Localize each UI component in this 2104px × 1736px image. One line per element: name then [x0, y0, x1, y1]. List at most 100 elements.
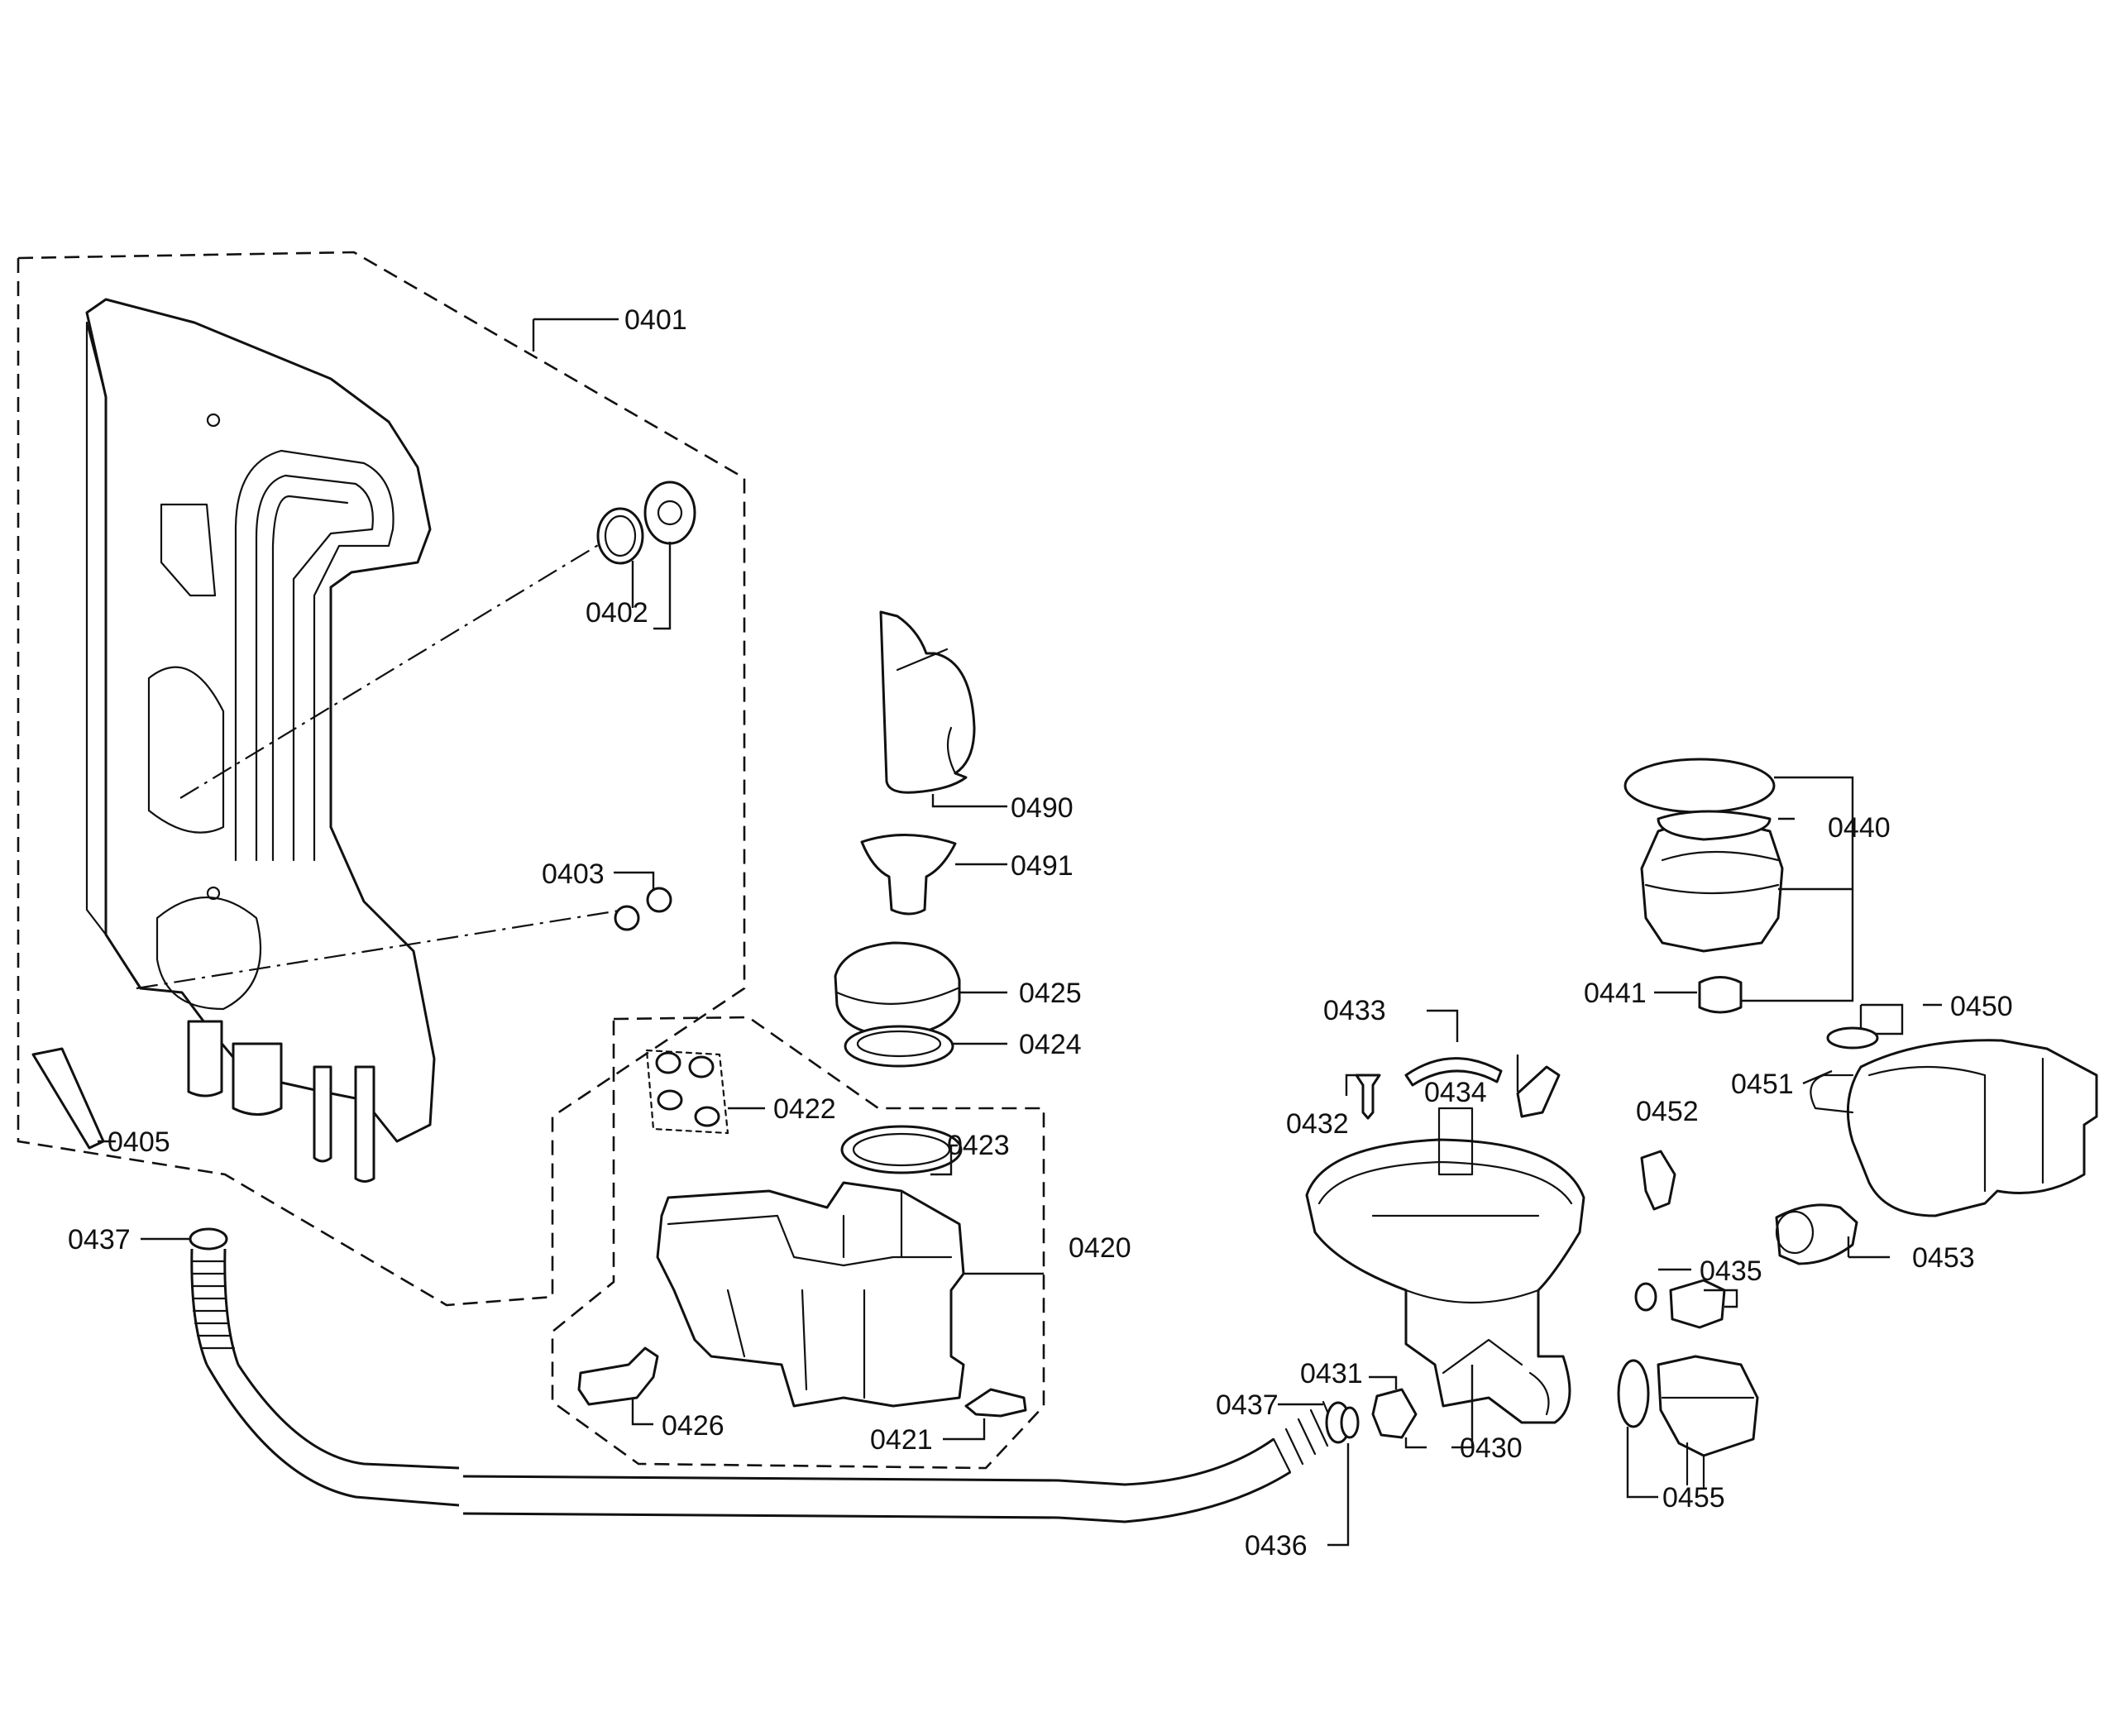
pump-heater-detail: [1867, 1057, 2044, 1193]
cover-0440: [1640, 821, 1784, 953]
o-ring-0402-inner: [604, 514, 637, 557]
label-0451: 0451: [1731, 1069, 1794, 1100]
label-0425: 0425: [1019, 978, 1082, 1009]
label-0433: 0433: [1323, 995, 1386, 1026]
panel-outlet-stub-3: [313, 1065, 332, 1163]
label-0437-left: 0437: [68, 1224, 131, 1255]
axis-line-0402: [179, 541, 605, 799]
sump-group: [1305, 1009, 1585, 1449]
left-leaders: [98, 318, 672, 1241]
leader-0440-0441: [1741, 889, 1854, 1002]
clip-0405: [31, 1047, 105, 1150]
label-0491: 0491: [1011, 850, 1074, 882]
label-0405: 0405: [108, 1126, 170, 1158]
hose-right-run: [1058, 1437, 1291, 1523]
clamp-0451: [1826, 1026, 1879, 1050]
seal-0403-b: [646, 887, 672, 913]
leader-0433: [1427, 1009, 1459, 1042]
hose-left-run: [205, 1364, 460, 1507]
clip-0452: [1640, 1150, 1676, 1211]
label-0422: 0422: [773, 1093, 836, 1125]
right-group: [1617, 758, 2098, 1499]
leader-0401: [532, 318, 619, 352]
label-0423: 0423: [947, 1130, 1010, 1161]
leader-0490: [931, 794, 1007, 808]
label-0434: 0434: [1424, 1077, 1487, 1108]
hose-middle-run: [462, 1475, 1059, 1519]
drain-pump-detail: [1661, 1396, 1755, 1490]
leader-0450: [1859, 1003, 1942, 1035]
panel-outlet-stub-2: [232, 1042, 283, 1116]
leader-0437-right-0436: [1278, 1403, 1350, 1547]
clip-0433: [1404, 1057, 1503, 1087]
cap-0402-hub: [657, 500, 683, 526]
valve-0435: [1669, 1279, 1726, 1329]
panel-channel-mid: [271, 495, 349, 862]
leader-0421: [943, 1418, 986, 1441]
label-0455: 0455: [1662, 1482, 1725, 1514]
panel-channel-inner: [255, 474, 374, 862]
sump-outlets: [1442, 1338, 1550, 1416]
group-boundary-0420: [551, 1016, 1045, 1470]
strainer-0491: [860, 833, 957, 916]
axis-line-0403: [136, 908, 625, 990]
softener-ribs: [726, 1289, 866, 1399]
leader-0430: [1451, 1365, 1474, 1449]
cover-0440-detail: [1644, 850, 1780, 895]
panel-edge: [85, 321, 108, 936]
hose-right-ribs: [1272, 1400, 1340, 1474]
flap-0434: [1516, 1065, 1561, 1118]
leader-0455: [1626, 1427, 1658, 1499]
softener-group: [551, 1016, 1045, 1470]
centre-column: [834, 610, 1007, 1068]
drain-hose: [190, 1248, 1360, 1547]
label-0421: 0421: [870, 1424, 933, 1456]
leader-0402: [631, 542, 672, 630]
sump-panel: [85, 298, 436, 1143]
sump-0430: [1305, 1138, 1585, 1424]
label-0431: 0431: [1300, 1358, 1363, 1389]
panel-round-pocket: [155, 897, 262, 1011]
hose-corrugated: [190, 1248, 240, 1365]
sump-centre-post: [1437, 1107, 1474, 1176]
screw-0432: [1355, 1074, 1381, 1120]
label-0403: 0403: [542, 858, 605, 890]
leader-0451: [1802, 1069, 1833, 1085]
label-0430: 0430: [1460, 1432, 1523, 1464]
drain-pump-0455: [1657, 1355, 1759, 1457]
funnel-0490-detail: [896, 648, 957, 775]
softener-housing: [656, 1181, 965, 1408]
panel-outlet-stub-1: [187, 1020, 223, 1098]
label-0420: 0420: [1069, 1232, 1131, 1264]
label-0432: 0432: [1286, 1108, 1349, 1140]
label-0452: 0452: [1636, 1096, 1699, 1127]
seal-0403-a: [614, 905, 640, 931]
label-0437-right: 0437: [1216, 1389, 1279, 1421]
hose-clamp-0437-left: [189, 1227, 228, 1251]
softener-neck: [842, 1189, 903, 1259]
leader-0431: [1369, 1375, 1427, 1449]
leader-0423: [930, 1144, 958, 1176]
gasket-0423-inner: [852, 1132, 951, 1167]
funnel-0490: [879, 610, 976, 794]
group-boundary-0401: [17, 251, 746, 1307]
cap-0402: [643, 481, 696, 545]
part-labels: 0401 0402 0403 0405 0437 0490 0491 0425 …: [68, 304, 2013, 1561]
pump-inlet: [1810, 1074, 1854, 1114]
leader-0403: [614, 871, 655, 889]
panel-outlet-stub-4: [354, 1065, 375, 1183]
label-0426: 0426: [662, 1410, 724, 1442]
hose-ribs: [190, 1260, 236, 1350]
seal-ring-0424: [844, 1025, 954, 1068]
nozzle-0453: [1775, 1203, 1858, 1265]
label-0436: 0436: [1245, 1530, 1308, 1561]
cap-0425-rim: [835, 987, 959, 1005]
panel-screw-hole-bottom: [206, 886, 221, 901]
label-0441: 0441: [1584, 978, 1647, 1009]
softener-top-edge: [667, 1214, 953, 1267]
sump-inner-lines: [1371, 1214, 1540, 1304]
leader-0440: [1774, 776, 1854, 891]
label-0424: 0424: [1019, 1029, 1082, 1060]
